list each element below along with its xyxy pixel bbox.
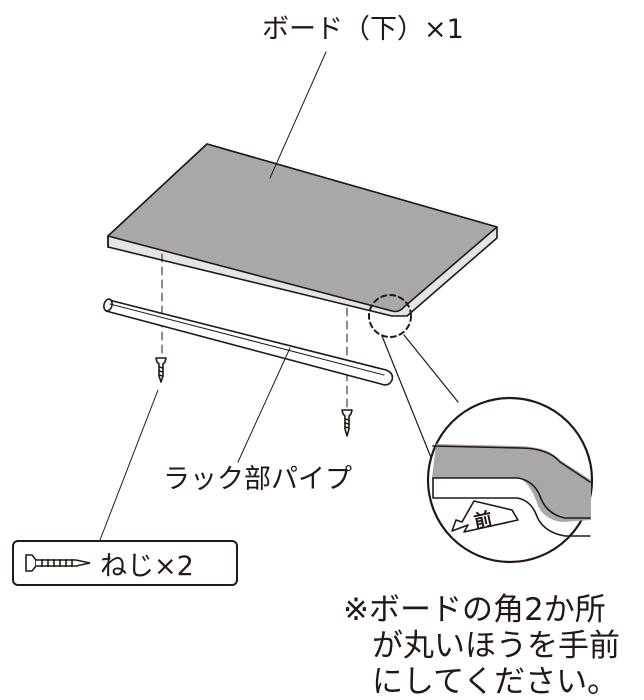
orientation-note: ※ボードの角2か所 が丸いほうを手前 にしてください。 — [343, 592, 643, 700]
screw-leader-line — [99, 389, 159, 541]
magnified-corner-view — [426, 396, 594, 564]
front-arrow-icon — [451, 500, 519, 533]
screw-left — [155, 357, 167, 383]
corner-highlight-circle — [368, 294, 412, 338]
screw-callout: ねじ×2 — [12, 540, 238, 586]
rack-pipe — [103, 298, 394, 386]
note-line-1: ※ボードの角2か所 — [343, 592, 606, 628]
front-label: 前 — [472, 508, 494, 533]
screw-label: ねじ×2 — [100, 550, 194, 582]
board-label: ボード（下）×1 — [262, 14, 464, 45]
pipe-leader-line — [237, 347, 291, 463]
board-leader-line — [269, 51, 327, 179]
screw-icon — [25, 554, 91, 572]
board-bottom — [107, 143, 498, 317]
pipe-label: ラック部パイプ — [163, 464, 352, 495]
note-line-3: にしてください。 — [372, 664, 619, 700]
note-line-2: が丸いほうを手前 — [372, 628, 620, 664]
screw-right — [341, 409, 353, 437]
